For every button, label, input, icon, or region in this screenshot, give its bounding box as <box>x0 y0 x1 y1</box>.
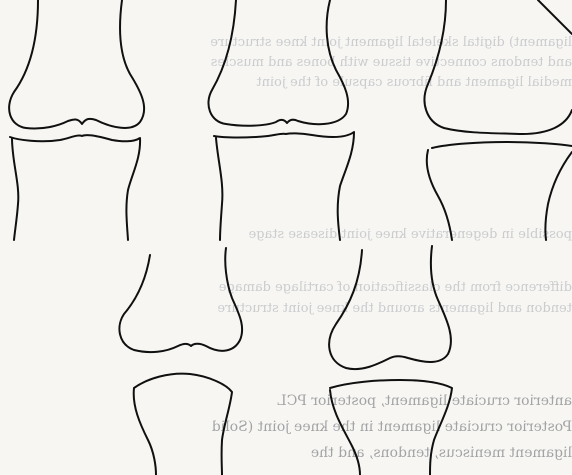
tibia-outline <box>214 132 354 240</box>
tibia-outline <box>10 135 140 240</box>
knee-joint-figure-2 <box>208 0 354 240</box>
femur-outline <box>119 248 242 352</box>
tibia-outline <box>427 142 572 240</box>
femur-outline <box>329 246 451 369</box>
tibia-outline <box>330 380 452 475</box>
femur-outline <box>9 0 144 129</box>
knee-joint-figure-4 <box>119 248 242 475</box>
tibia-outline <box>134 374 232 475</box>
knee-joint-figure-1 <box>9 0 144 240</box>
knee-joint-figure-5 <box>329 246 452 475</box>
femur-outline <box>208 0 348 126</box>
femur-outline <box>425 0 572 134</box>
knee-joint-figure-3 <box>425 0 572 240</box>
